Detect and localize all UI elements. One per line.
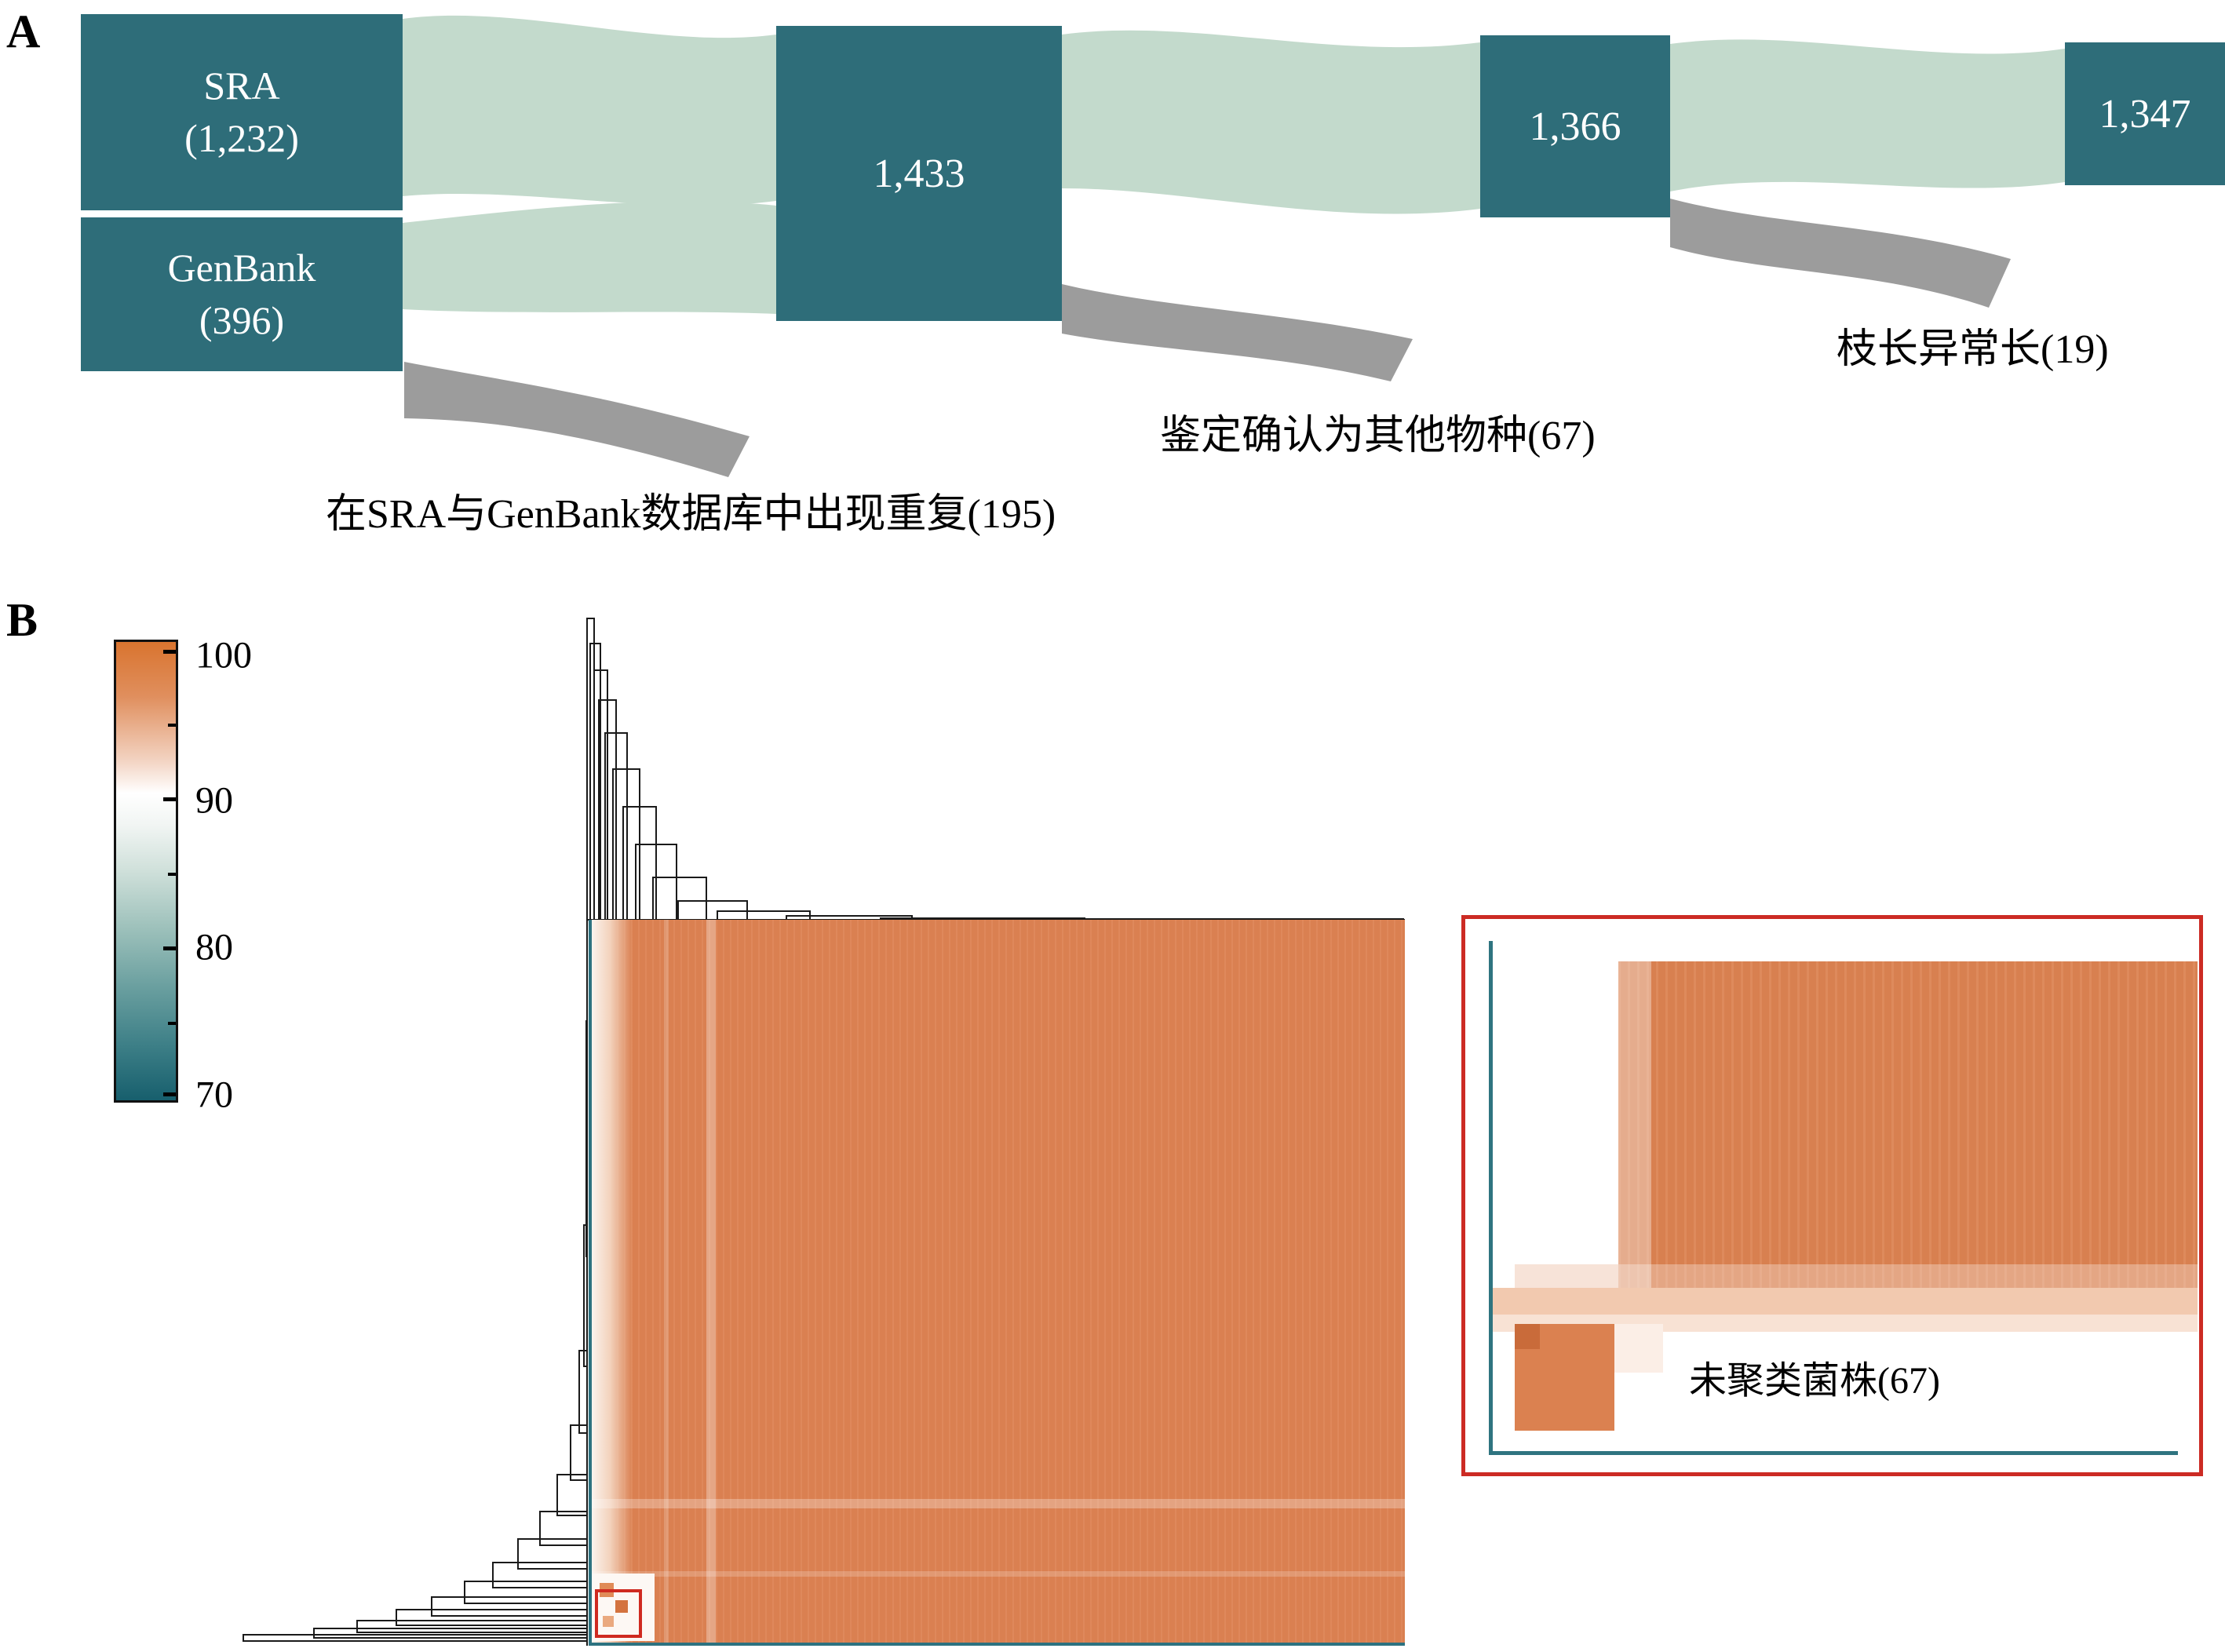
inset-dark-cell xyxy=(1515,1324,1540,1349)
sankey-node-filtered: 1,366 xyxy=(1480,35,1670,217)
colorbar-tick-90 xyxy=(163,797,176,801)
patch-cell xyxy=(615,1600,628,1613)
flow-sra-to-merged xyxy=(403,15,776,206)
unclustered-region-patch xyxy=(592,1574,655,1641)
inset-zoom-box: 未聚类菌株(67) xyxy=(1461,915,2203,1476)
filtered-value: 1,366 xyxy=(1529,104,1621,149)
top-dendrogram xyxy=(586,618,1405,921)
genbank-count: (396) xyxy=(199,298,285,342)
panel-a-label: A xyxy=(6,5,41,57)
merged-value: 1,433 xyxy=(873,151,965,196)
flow-filtered-to-final xyxy=(1670,39,2065,191)
heatmap-teal-edge-bottom xyxy=(589,1643,1405,1646)
inset-main-cluster-block xyxy=(1618,961,2198,1288)
drop-label-long-branch: 枝长异常长(19) xyxy=(1837,327,2109,372)
panel-b-label: B xyxy=(6,594,38,646)
drop-flow-other-species xyxy=(1062,284,1413,381)
sra-name: SRA xyxy=(203,63,280,108)
sankey-node-merged: 1,433 xyxy=(776,26,1062,321)
inset-teal-edge-bottom xyxy=(1489,1451,2178,1455)
colorbar-tick-80 xyxy=(163,946,176,950)
sankey-node-genbank: GenBank (396) xyxy=(81,217,403,371)
heatmap-light-stripe xyxy=(664,920,669,1646)
final-value: 1,347 xyxy=(2099,91,2191,137)
drop-label-duplicates: 在SRA与GenBank数据库中出现重复(195) xyxy=(326,492,1056,537)
heatmap-teal-edge-left xyxy=(589,920,592,1646)
heatmap-light-band xyxy=(589,1499,1405,1508)
sankey-node-merged-rect xyxy=(776,26,1062,321)
inset-teal-edge-left xyxy=(1489,941,1493,1453)
inset-light-band-2 xyxy=(1493,1315,2198,1332)
inset-pale-cell xyxy=(1614,1324,1663,1373)
inset-block-light-band xyxy=(1618,1264,2198,1288)
inset-unclustered-block xyxy=(1515,1324,1614,1431)
sankey-node-sra: SRA (1,232) xyxy=(81,14,403,210)
colorbar-label-90: 90 xyxy=(195,779,233,822)
highlight-red-box xyxy=(595,1589,642,1638)
sankey-node-sra-rect xyxy=(81,14,403,210)
colorbar-label-70: 70 xyxy=(195,1074,233,1116)
sankey-diagram xyxy=(81,14,2225,477)
sankey-node-genbank-rect xyxy=(81,217,403,371)
colorbar-label-80: 80 xyxy=(195,926,233,968)
ani-heatmap xyxy=(589,920,1405,1646)
colorbar-minor-tick xyxy=(168,724,176,727)
heatmap-light-strip xyxy=(592,920,633,1646)
inset-block-light-edge xyxy=(1618,961,1651,1288)
drop-label-other-species: 鉴定确认为其他物种(67) xyxy=(1160,414,1596,458)
colorbar-label-100: 100 xyxy=(195,634,252,676)
colorbar-minor-tick xyxy=(168,1022,176,1025)
colorbar-gradient xyxy=(114,640,178,1103)
colorbar-tick-100 xyxy=(163,650,176,654)
flow-genbank-to-merged xyxy=(403,201,776,314)
drop-flow-long-branch xyxy=(1670,199,2011,308)
colorbar: 100 90 80 70 xyxy=(114,635,349,1116)
inset-label: 未聚类菌株(67) xyxy=(1689,1360,1940,1402)
sankey-node-final-rect xyxy=(2065,42,2225,185)
genbank-name: GenBank xyxy=(167,245,316,290)
drop-flow-duplicates xyxy=(404,362,750,477)
flow-merged-to-filtered xyxy=(1062,30,1480,214)
colorbar-tick-70 xyxy=(163,1092,176,1096)
heatmap-light-stripe xyxy=(706,920,716,1646)
patch-cell xyxy=(603,1616,614,1627)
sankey-node-filtered-rect xyxy=(1480,35,1670,217)
sra-count: (1,232) xyxy=(184,116,299,160)
heatmap-light-band xyxy=(589,1571,1405,1577)
inset-light-band-1 xyxy=(1493,1288,2198,1315)
colorbar-minor-tick xyxy=(168,873,176,876)
sankey-node-final: 1,347 xyxy=(2065,42,2225,185)
